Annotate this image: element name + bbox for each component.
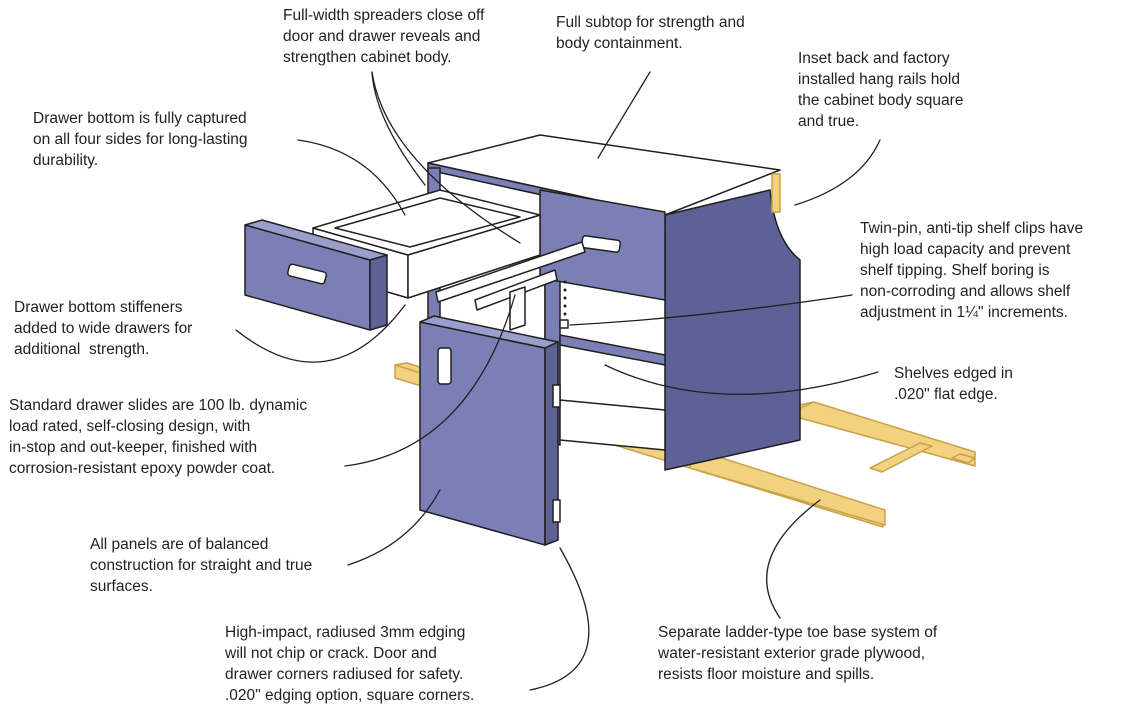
door-pull bbox=[437, 347, 452, 385]
callout-slides: Standard drawer slides are 100 lb. dynam… bbox=[9, 397, 308, 477]
door bbox=[419, 315, 561, 546]
toe-base-front-rail bbox=[689, 451, 886, 526]
cabinet-side-panel bbox=[664, 189, 801, 471]
callout-balanced: All panels are of balanced construction … bbox=[90, 536, 313, 595]
callout-toe-base: Separate ladder-type toe base system of … bbox=[658, 624, 938, 683]
leader-slides bbox=[344, 294, 516, 467]
leader-inset-back bbox=[794, 139, 881, 206]
leader-spreaders bbox=[371, 71, 521, 244]
callout-inset-back: Inset back and factory installed hang ra… bbox=[798, 50, 964, 130]
toe-base-back-rail bbox=[799, 401, 976, 467]
leader-shelf-clips bbox=[569, 294, 853, 326]
slide-rail-upper bbox=[435, 241, 586, 303]
drawer-front-pull bbox=[286, 263, 328, 285]
callout-shelves-edged: Shelves edged in .020" flat edge. bbox=[894, 365, 1013, 403]
shelf-boring bbox=[563, 280, 567, 316]
leader-balanced bbox=[347, 489, 441, 566]
leader-lines bbox=[235, 71, 881, 691]
slide-bracket bbox=[509, 286, 526, 331]
leader-subtop bbox=[597, 71, 651, 159]
cabinet-body bbox=[427, 134, 801, 471]
callout-edging: High-impact, radiused 3mm edging will no… bbox=[225, 624, 475, 704]
adjustable-shelf bbox=[559, 334, 666, 366]
drawer-front-side bbox=[369, 254, 388, 331]
leader-toe-base bbox=[766, 499, 821, 619]
door-hinge-top bbox=[552, 384, 561, 408]
door-hinge-bottom bbox=[552, 499, 561, 523]
cabinet-bottom-shelf bbox=[559, 399, 666, 451]
shelf-clip bbox=[559, 319, 569, 329]
callout-drawer-bottom: Drawer bottom is fully captured on all f… bbox=[33, 110, 248, 169]
toe-base-crossbar-3 bbox=[951, 453, 976, 464]
drawer-box-inside bbox=[334, 197, 521, 248]
hang-rail bbox=[771, 173, 781, 213]
callout-spreaders: Full-width spreaders close off door and … bbox=[283, 7, 485, 66]
callout-subtop: Full subtop for strength and body contai… bbox=[556, 14, 745, 52]
callout-stiffeners: Drawer bottom stiffeners added to wide d… bbox=[14, 299, 193, 358]
drawer-front bbox=[244, 219, 388, 331]
leader-stiffeners bbox=[235, 304, 406, 363]
leader-drawer-bottom bbox=[297, 139, 406, 216]
toe-base-crossbar-2 bbox=[869, 442, 933, 473]
leader-spreaders-2 bbox=[371, 71, 426, 186]
callout-shelf-clips: Twin-pin, anti-tip shelf clips have high… bbox=[860, 220, 1084, 321]
leader-shelves-edged bbox=[604, 364, 879, 396]
leader-edging bbox=[529, 547, 590, 691]
